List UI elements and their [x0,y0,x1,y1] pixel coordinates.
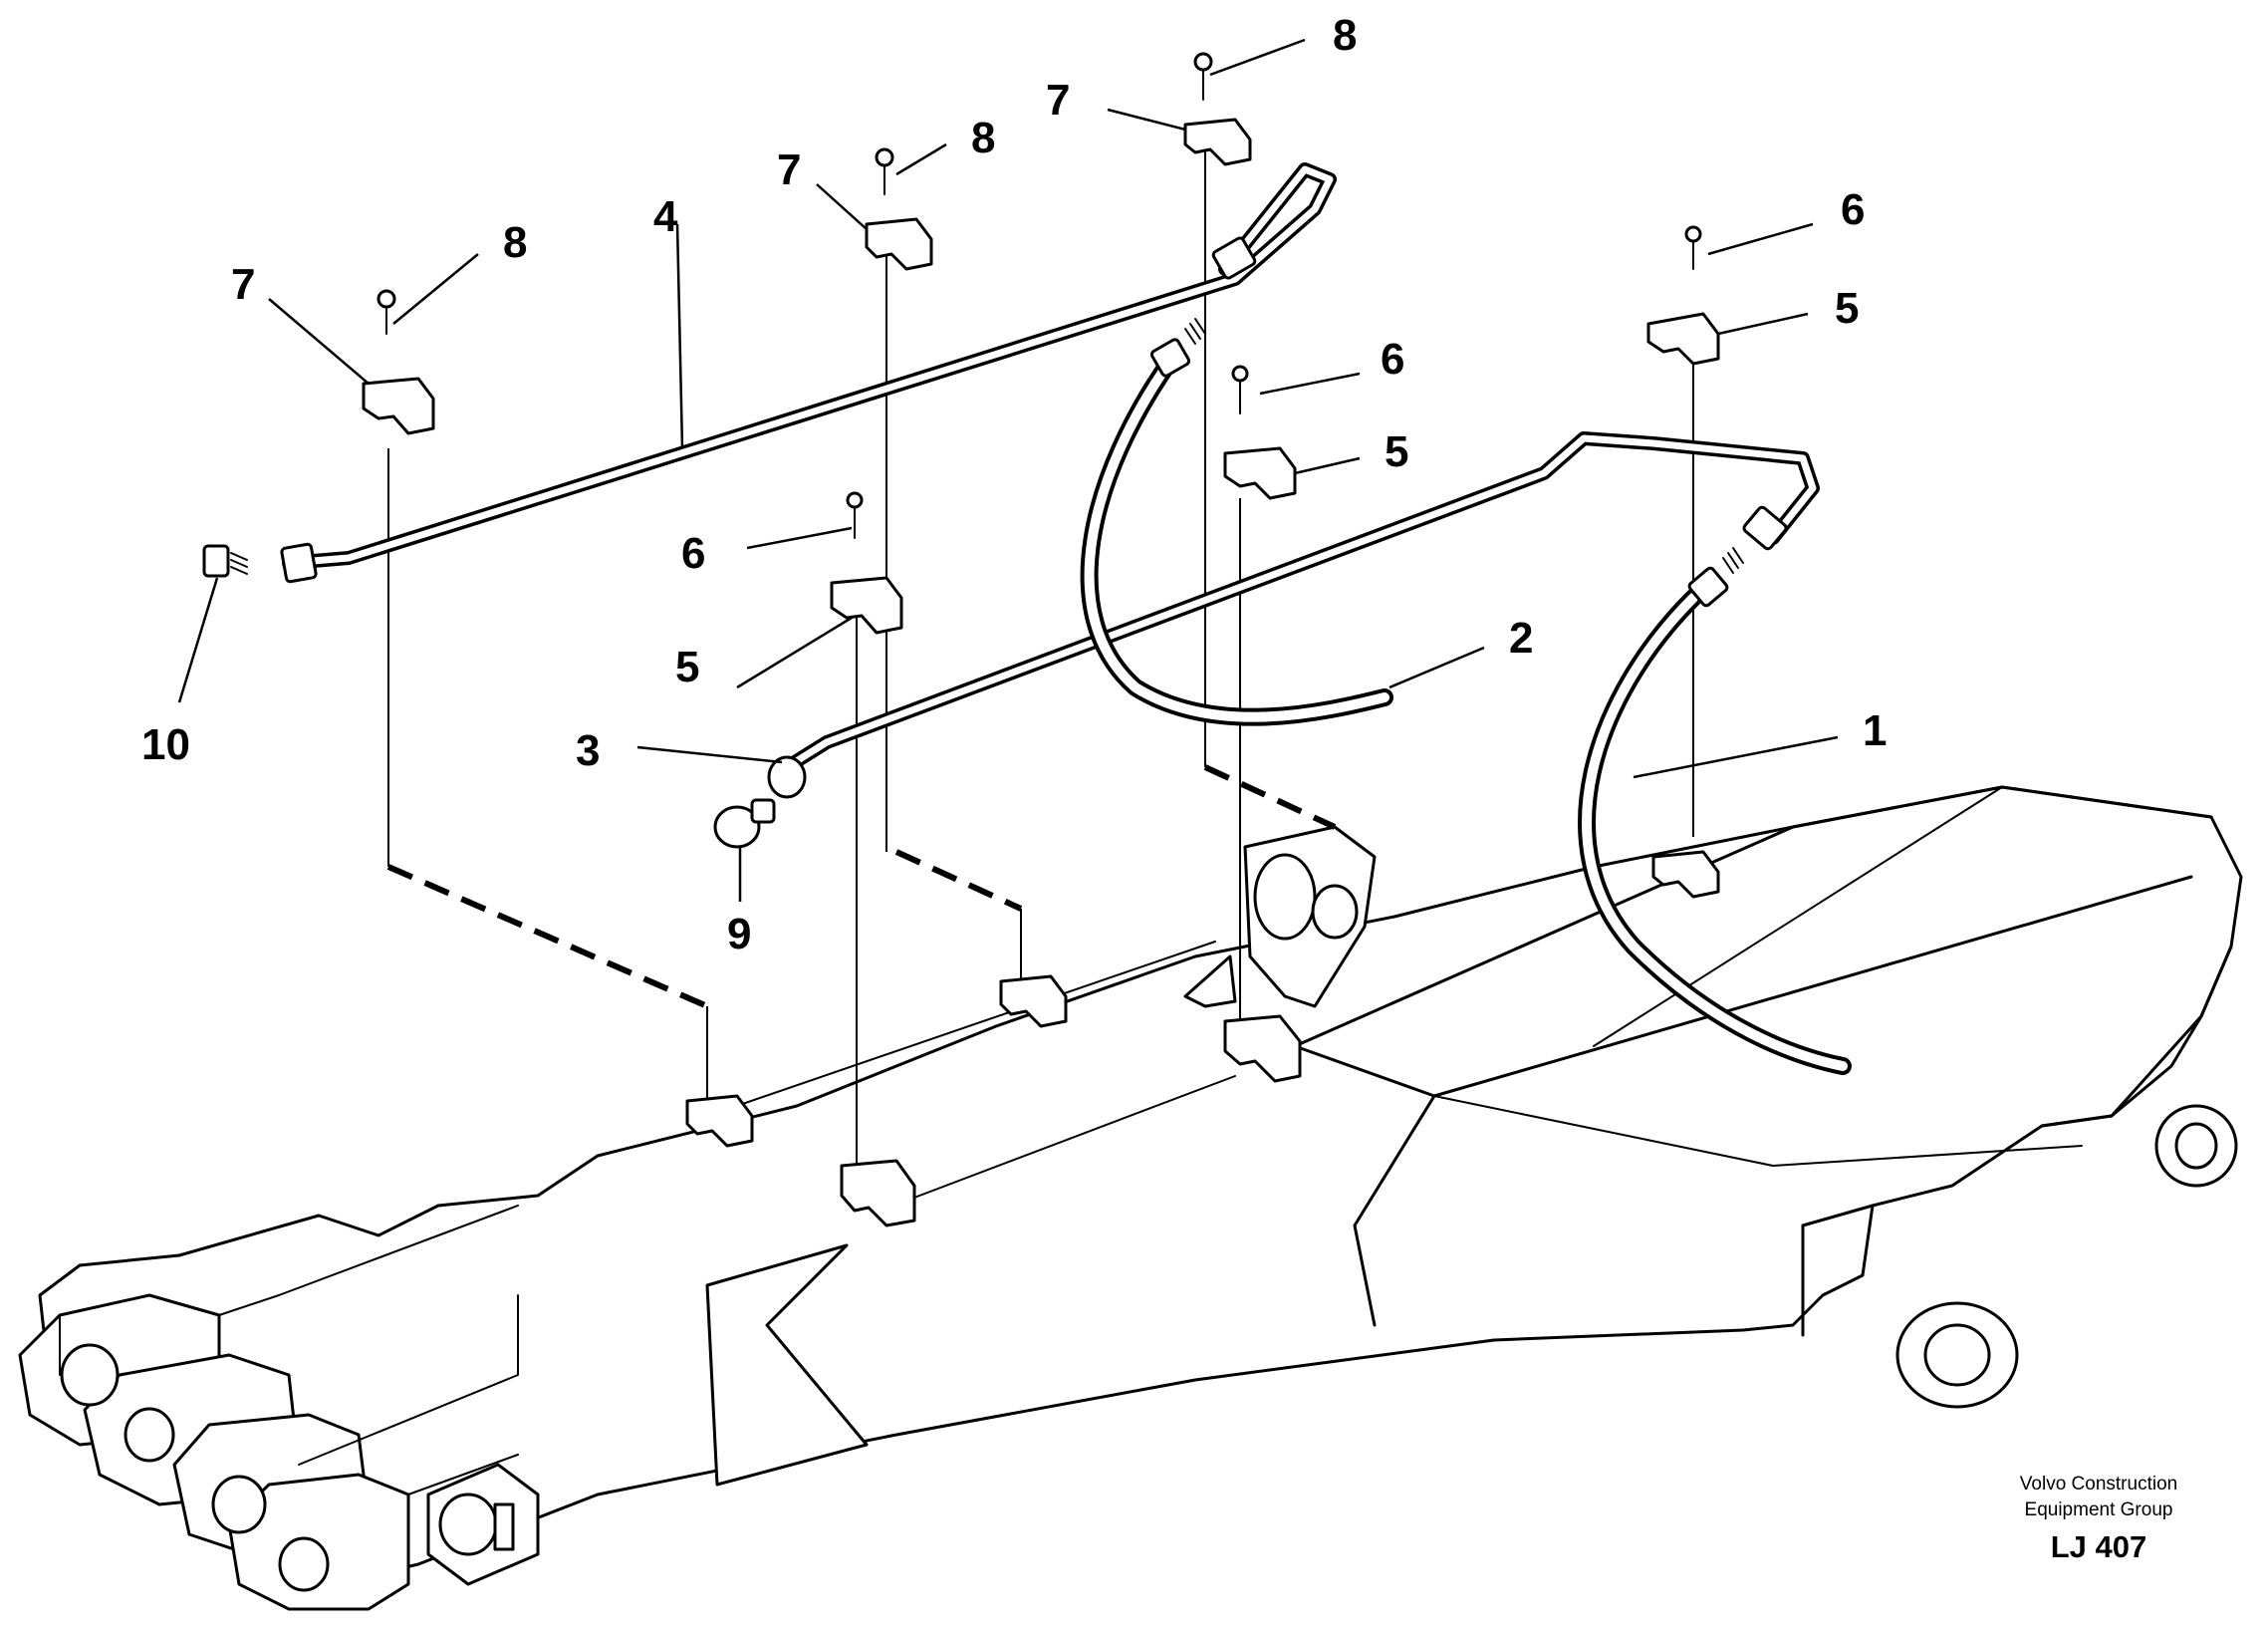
callout-7-mid: 7 [777,145,801,194]
clamp-icon [685,1094,754,1148]
pipe-icon [280,162,1337,584]
clamp-icon [999,974,1068,1028]
plug-icon [713,798,776,849]
clamp-icon [840,1159,916,1227]
boom-icon [18,785,2243,1611]
clamp-icon [1223,1014,1302,1083]
clamp-icon [1651,850,1720,899]
clamp-icon [830,491,903,635]
callout-8-left: 8 [503,218,527,267]
callout-5-left: 5 [675,643,699,691]
callout-6-right: 6 [1841,185,1865,234]
figure-code: LJ 407 [2051,1529,2147,1564]
callout-10: 10 [141,720,190,769]
callout-3: 3 [576,726,600,775]
leader-lines [177,38,1839,902]
clamp-icon [362,289,435,435]
pipe-icon [767,431,1820,799]
callout-9: 9 [727,910,751,958]
plug-icon [202,544,248,578]
credit-line-1: Volvo Construction [2020,1474,2177,1495]
callout-7-left: 7 [231,260,255,309]
callout-1: 1 [1863,706,1887,755]
callout-8-mid: 8 [971,114,995,162]
clamp-icon [1646,225,1720,366]
credit-line-2: Equipment Group [2025,1499,2173,1520]
callout-5-right: 5 [1835,284,1859,333]
callout-4: 4 [653,192,678,241]
hydraulic-hose-icon [1080,318,1393,726]
callout-6-mid: 6 [1381,335,1404,384]
callout-6-left: 6 [681,529,705,578]
callout-7-right: 7 [1046,76,1070,125]
clamp-icon [865,147,933,271]
callout-5-mid: 5 [1385,427,1408,476]
clamp-icon [1183,52,1252,166]
clamp-icon [1223,365,1297,500]
callout-2: 2 [1509,614,1533,663]
hydraulic-hose-icon [1578,547,1852,1075]
callout-8-right: 8 [1333,11,1357,60]
